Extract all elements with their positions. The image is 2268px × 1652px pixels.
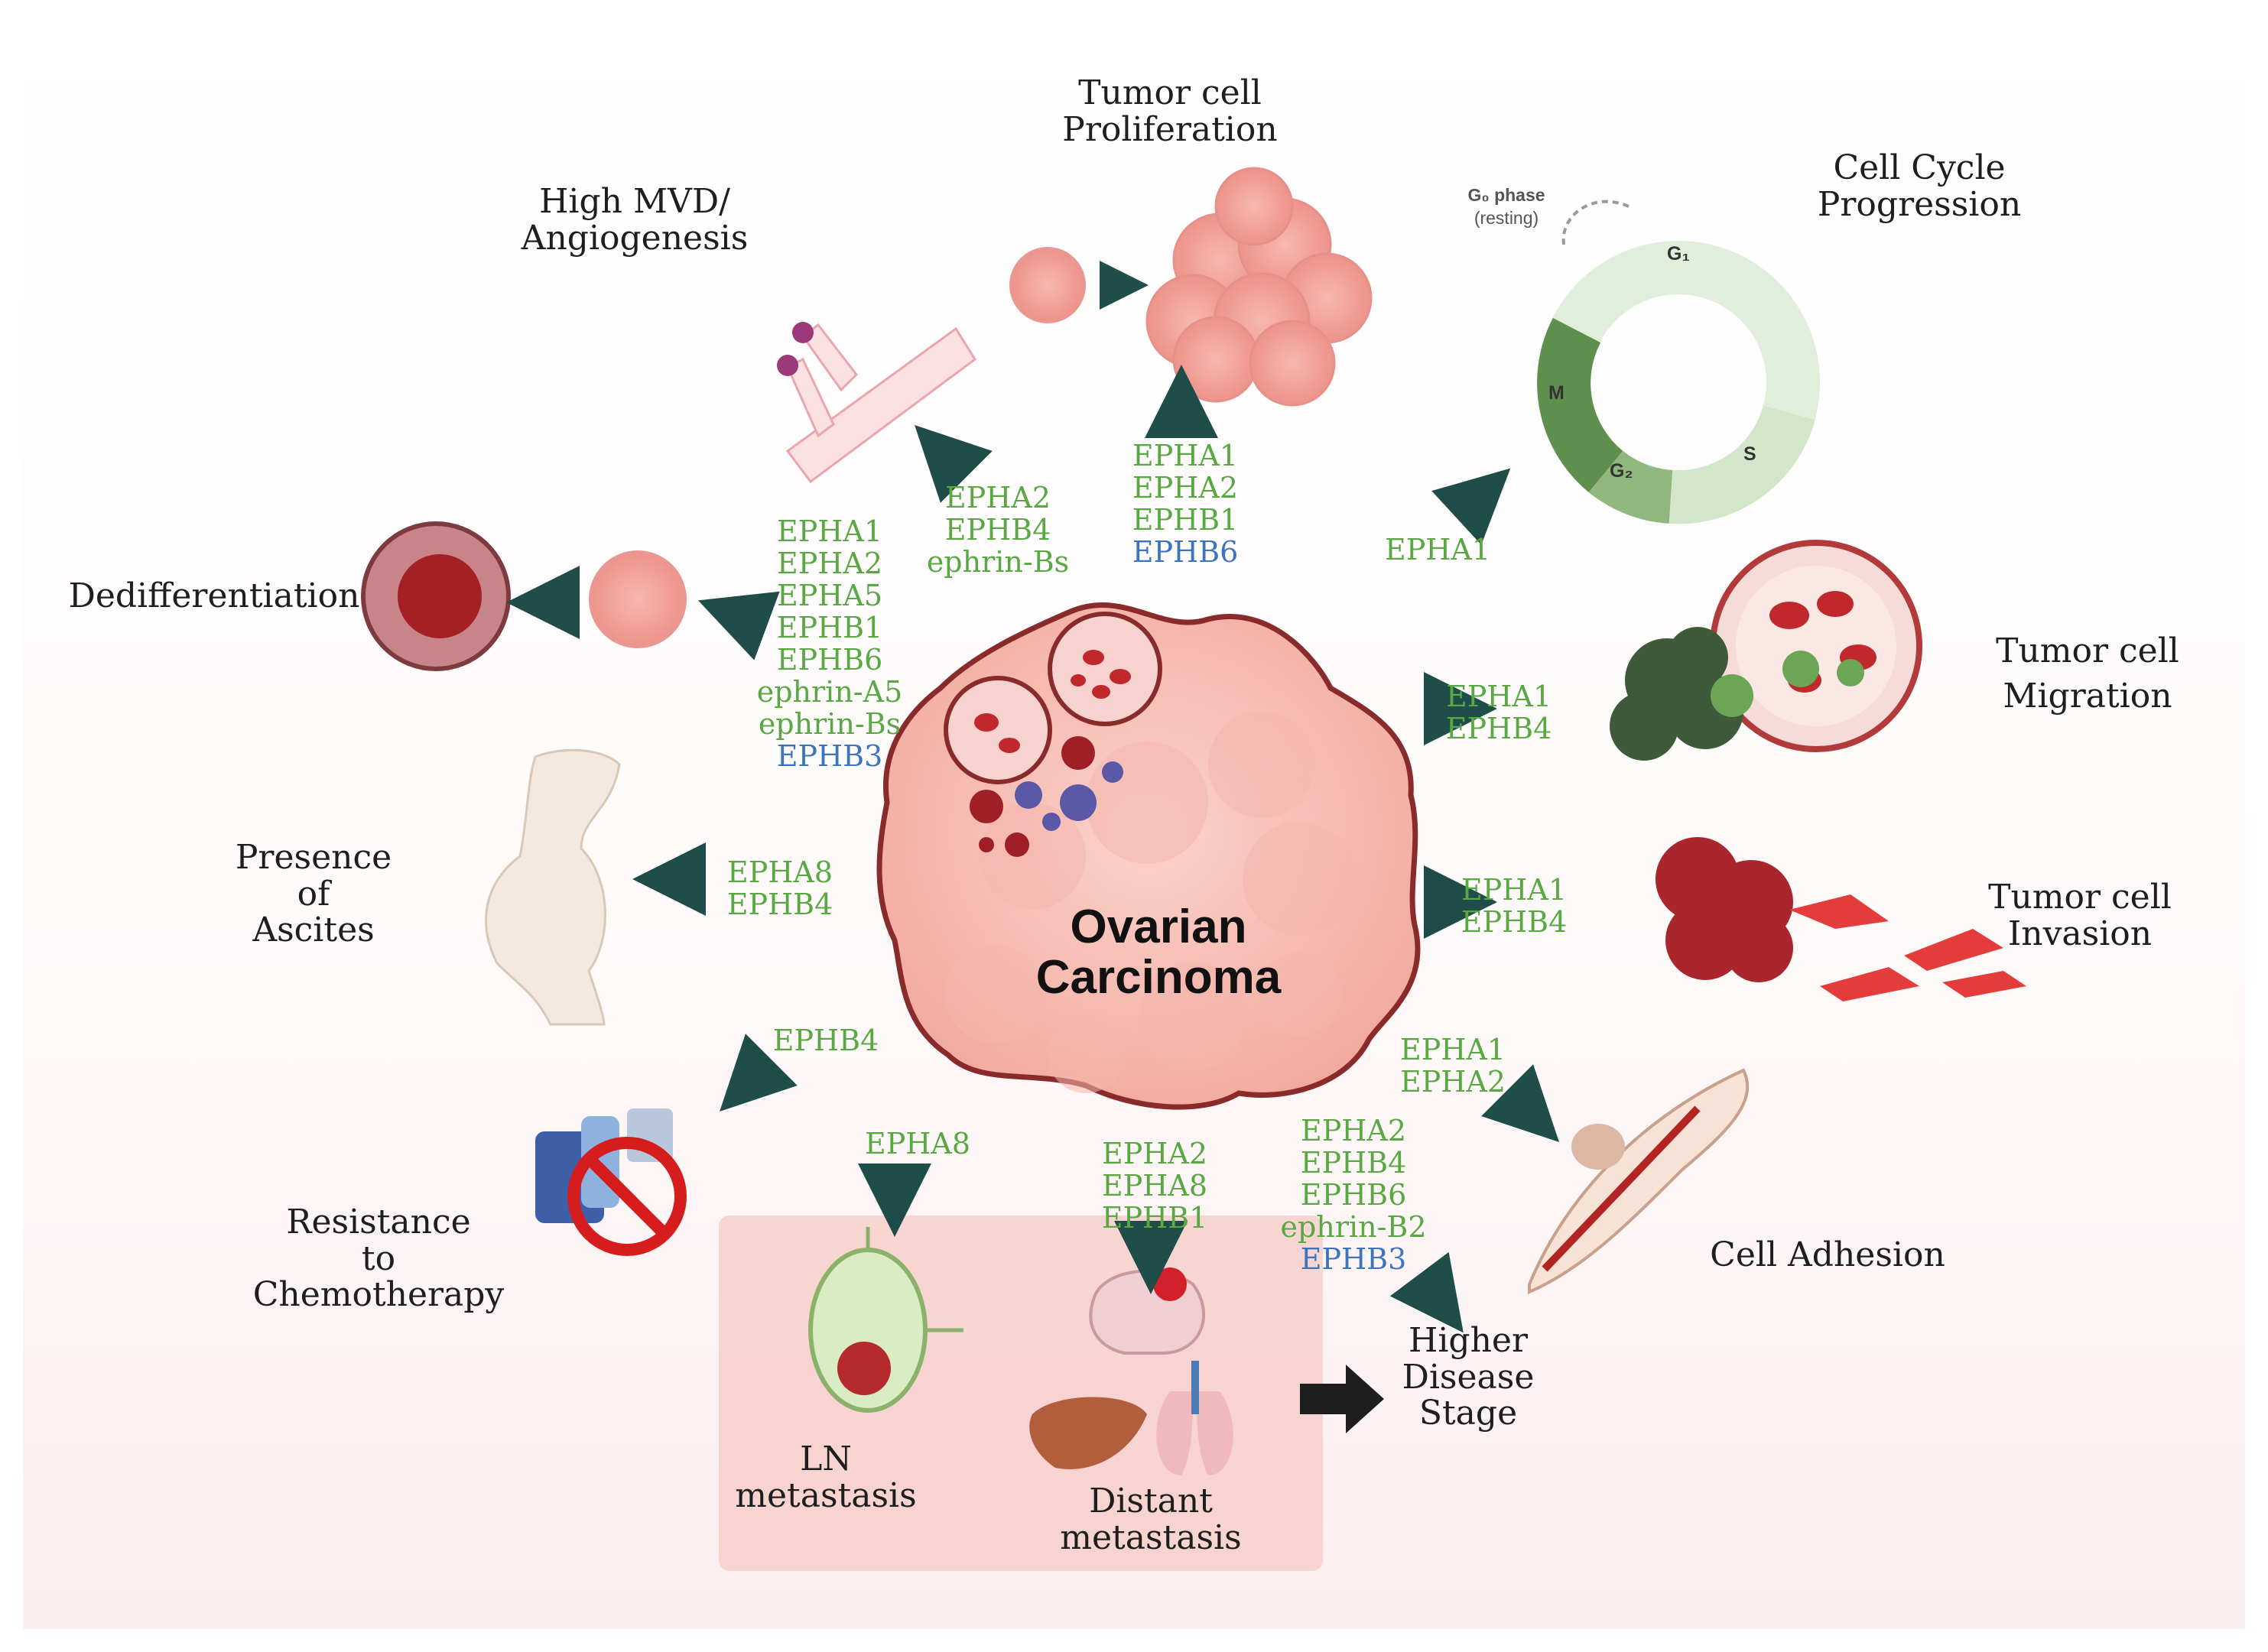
label-migration: Tumor cell Migration	[1996, 631, 2179, 716]
migration-illustration	[1610, 540, 1922, 761]
lymph-node-illustration	[808, 1227, 963, 1413]
proliferation-cells	[1009, 167, 1373, 407]
gene-label: EPHB6	[776, 643, 883, 677]
gene-label: ephrin-Bs	[926, 545, 1070, 579]
genes-ln: EPHA8	[841, 1128, 994, 1160]
phase-g1: G₁	[1667, 243, 1690, 265]
gene-label: EPHA2	[944, 481, 1051, 514]
gene-label: EPHB4	[772, 1024, 879, 1057]
gene-label: ephrin-A5	[756, 675, 903, 709]
gene-label: EPHA8	[726, 855, 833, 889]
center-title-line1: Ovarian	[1070, 901, 1247, 953]
gene-label: EPHA1	[1445, 680, 1552, 713]
gene-label: EPHA1	[1461, 873, 1568, 907]
gene-label: EPHA8	[864, 1127, 971, 1160]
label-chemo: Resistance to Chemotherapy	[252, 1202, 505, 1315]
gene-label: ephrin-Bs	[758, 707, 902, 741]
gene-label: EPHB4	[1445, 712, 1552, 745]
label-ascites: Presence of Ascites	[235, 838, 392, 950]
gene-label: EPHB1	[1101, 1201, 1208, 1235]
label-adhesion: Cell Adhesion	[1710, 1235, 1945, 1274]
phase-m: M	[1548, 382, 1565, 404]
center-title-line2: Carcinoma	[1035, 951, 1282, 1004]
label-dedifferentiation: Dedifferentiation	[68, 576, 360, 615]
gene-label: EPHA2	[1101, 1137, 1208, 1170]
genes-cell-cycle: EPHA1	[1361, 534, 1514, 566]
invasion-illustration	[1656, 837, 2026, 1001]
gene-label: EPHA2	[776, 547, 883, 580]
gene-label: EPHB4	[1461, 905, 1568, 939]
label-angiogenesis: High MVD/ Angiogenesis	[521, 182, 749, 258]
gene-label: EPHB3	[1300, 1242, 1407, 1276]
gene-label: EPHA8	[1101, 1169, 1208, 1202]
label-proliferation: Tumor cell Proliferation	[1062, 73, 1278, 149]
gene-label: EPHB4	[944, 513, 1051, 547]
angiogenesis-vessel	[777, 322, 977, 484]
gene-label: EPHA5	[776, 579, 883, 612]
gene-label: EPHA1	[1399, 1033, 1506, 1066]
dedifferentiation-cells	[361, 521, 687, 671]
gene-label: EPHB6	[1132, 535, 1239, 569]
gene-label: EPHB3	[776, 739, 883, 773]
g0-phase-label: G₀ phase (resting)	[1453, 183, 1560, 229]
gene-label: EPHA1	[1132, 439, 1239, 472]
genes-chemo: EPHB4	[749, 1024, 902, 1056]
phase-s: S	[1743, 443, 1756, 465]
label-invasion: Tumor cell Invasion	[1988, 878, 2172, 953]
gene-label: EPHB4	[1300, 1146, 1407, 1180]
gene-label: EPHB4	[726, 888, 833, 921]
phase-g2: G₂	[1610, 460, 1633, 482]
gene-label: EPHB1	[1132, 503, 1239, 537]
gene-label: EPHA2	[1399, 1065, 1506, 1099]
metastasis-to-stage-arrow	[1300, 1365, 1384, 1433]
g0-phase-text: G₀ phase	[1467, 185, 1545, 205]
gene-label: EPHA1	[1384, 533, 1491, 566]
cell-adhesion-illustration	[1528, 1068, 1750, 1295]
g0-resting-text: (resting)	[1474, 208, 1539, 228]
gene-label: EPHA2	[1300, 1114, 1407, 1147]
gene-label: EPHB1	[776, 611, 883, 644]
chemo-illustration	[535, 1108, 687, 1256]
label-distant-metastasis: Distant metastasis	[1060, 1482, 1242, 1557]
cell-cycle-ring	[1537, 200, 1820, 524]
ascites-figure	[485, 748, 621, 1026]
gene-label: EPHA2	[1132, 471, 1239, 505]
gene-label: ephrin-B2	[1280, 1210, 1427, 1244]
gene-label: EPHB6	[1300, 1178, 1407, 1212]
label-cell-cycle: Cell Cycle Progression	[1817, 148, 2022, 224]
label-ln-metastasis: LN metastasis	[735, 1439, 917, 1515]
ovarian-carcinoma-tumor	[876, 602, 1421, 1110]
label-disease-stage: Higher Disease Stage	[1402, 1321, 1535, 1433]
center-title: Ovarian Carcinoma	[986, 902, 1331, 1003]
gene-label: EPHA1	[776, 514, 883, 548]
